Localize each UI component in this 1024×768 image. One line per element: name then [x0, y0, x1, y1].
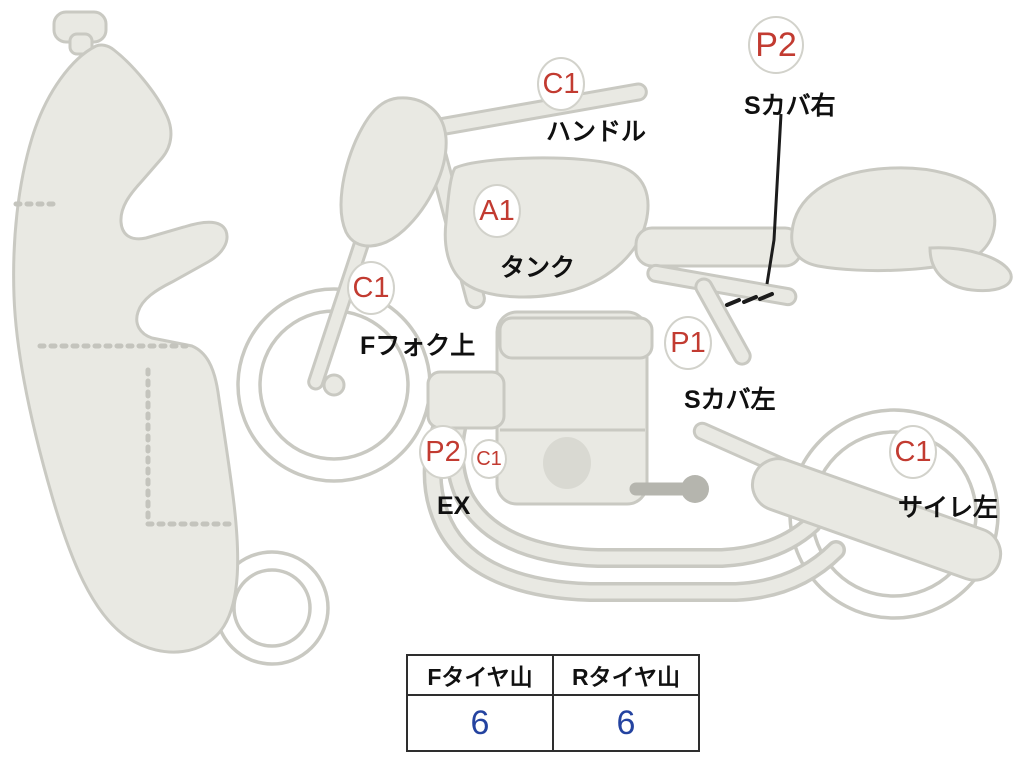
engine — [426, 310, 654, 506]
marker-label-ffork-upper: Fフォク上 — [360, 332, 476, 360]
marker-label-exhaust: EX — [437, 492, 471, 520]
tire-table-value-row: 6 6 — [406, 694, 700, 752]
marker-badge-ffork-upper: C1 — [347, 261, 395, 315]
tire-table-header-row: Fタイヤ山 Rタイヤ山 — [406, 654, 700, 696]
subframe-tube — [646, 263, 798, 307]
marker-badge-handlebar: C1 — [537, 57, 585, 111]
muffler — [751, 457, 1003, 582]
marker-badge-exhaust: P2 — [419, 425, 467, 479]
scooter-body-outline — [12, 10, 240, 654]
shock-tube — [694, 277, 752, 366]
marker-label-silencer-left: サイレ左 — [898, 494, 999, 522]
tire-tread-table: Fタイヤ山 Rタイヤ山 6 6 — [406, 654, 700, 752]
marker-label-tank: タンク — [500, 254, 576, 282]
front-hub — [322, 373, 346, 397]
headlight-cowl — [339, 96, 448, 248]
rear-tire-tread-value: 6 — [552, 694, 700, 752]
marker-badge-exhaust-c1: C1 — [471, 439, 507, 479]
marker-badge-silencer-left: C1 — [889, 425, 937, 479]
tire-table-header-front: Fタイヤ山 — [406, 654, 554, 696]
marker-label-scover-right: Sカバ右 — [744, 92, 836, 120]
scooter-front-wheel — [214, 550, 330, 666]
marker-badge-tank: A1 — [473, 184, 521, 238]
tire-table-header-rear: Rタイヤ山 — [552, 654, 700, 696]
kick-pedal — [629, 475, 709, 503]
pointer-line — [725, 113, 783, 307]
tail-fin — [928, 246, 1013, 293]
marker-label-handlebar: ハンドル — [546, 118, 647, 146]
marker-badge-scover-left: P1 — [664, 316, 712, 370]
front-tire-tread-value: 6 — [406, 694, 554, 752]
marker-label-scover-left: Sカバ左 — [684, 386, 776, 414]
rear-cowl — [790, 166, 997, 273]
marker-badge-scover-right: P2 — [748, 16, 804, 74]
seat — [634, 226, 803, 268]
